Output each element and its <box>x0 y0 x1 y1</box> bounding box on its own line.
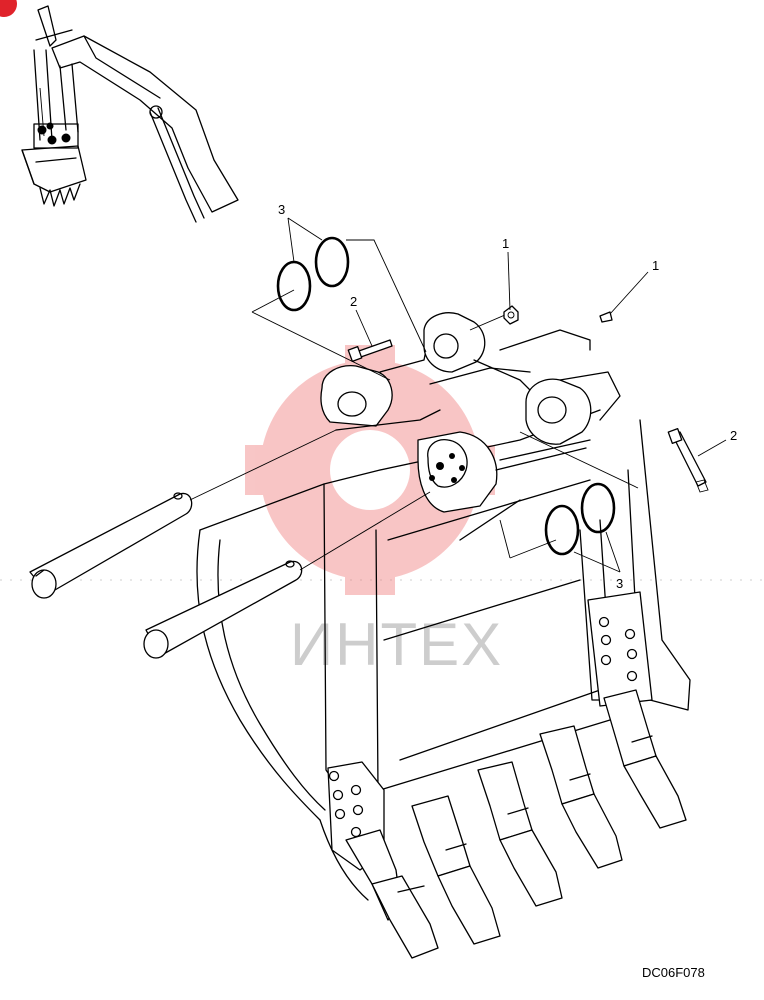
bucket-teeth <box>345 689 687 959</box>
callout-1-top: 1 <box>502 236 509 251</box>
leader-3-bottom-a <box>573 551 621 573</box>
leader-3-top-a <box>287 217 295 263</box>
tooth-5 <box>603 689 687 829</box>
pin-axis-lower <box>299 491 431 571</box>
callout-3-top: 3 <box>278 202 285 217</box>
leader-2-right <box>697 439 727 457</box>
bucket-pin-upper <box>29 492 193 599</box>
nut-right <box>599 311 613 323</box>
leader-3-bottom-b <box>605 531 621 573</box>
leader-1-right <box>609 271 649 315</box>
tooth-1 <box>345 829 439 959</box>
tooth-3 <box>477 761 563 907</box>
leader-3-top-b <box>287 217 323 241</box>
tooth-2 <box>411 795 501 945</box>
nut-top <box>503 305 519 325</box>
o-rings-bottom <box>499 431 639 559</box>
callout-3-bottom: 3 <box>616 576 623 591</box>
callout-2-left: 2 <box>350 294 357 309</box>
pin-axis-upper <box>189 429 337 501</box>
tooth-4 <box>539 725 623 869</box>
bolt-right <box>667 428 709 493</box>
arm-inset-illustration <box>21 5 239 223</box>
watermark-logo <box>245 345 495 595</box>
watermark-text: ИНТЕХ <box>290 611 503 678</box>
leader-1-top <box>507 251 511 311</box>
callout-2-right: 2 <box>730 428 737 443</box>
callout-1-right: 1 <box>652 258 659 273</box>
o-rings-top <box>251 236 427 381</box>
corner-badge-icon <box>0 0 17 17</box>
right-side-cutter <box>587 591 653 707</box>
leader-2-left <box>355 309 373 347</box>
bucket-pin-lower <box>143 560 303 659</box>
bucket-link-bosses <box>320 312 621 513</box>
bolt-left <box>347 339 393 362</box>
drawing-code: DC06F078 <box>642 965 705 980</box>
